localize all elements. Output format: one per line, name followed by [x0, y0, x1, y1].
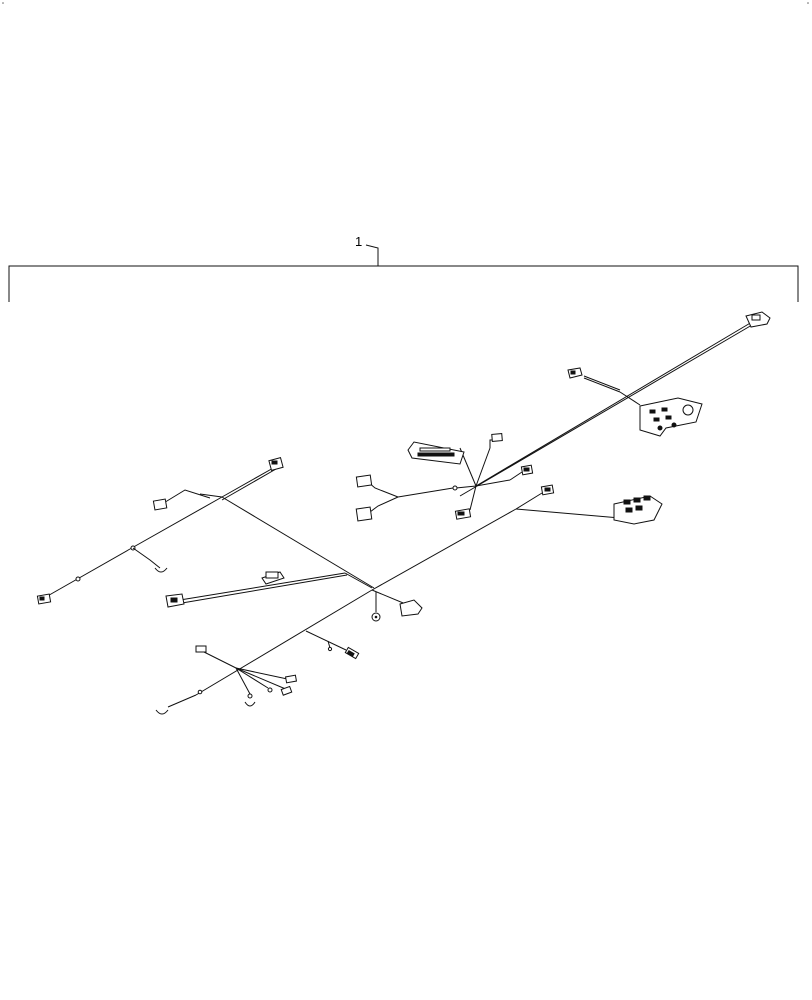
left-top-connector [268, 457, 284, 471]
inline-clip [261, 571, 285, 585]
small-connector-right [540, 484, 555, 496]
left-mid-connector [152, 498, 168, 511]
center-lower-connector [399, 599, 423, 617]
large-left-connector [165, 593, 185, 608]
upper-mid-connector [567, 367, 583, 379]
callout-number: 1 [355, 234, 362, 249]
lower-left-branch [155, 630, 347, 715]
harness-trunk [195, 321, 753, 696]
lower-mid-connector [344, 646, 360, 660]
center-left-branch [179, 572, 409, 622]
fuse-box-connector [613, 495, 663, 525]
center-branch-cluster [367, 375, 641, 519]
small-connector-top [491, 433, 503, 442]
corner-marks [2, 2, 809, 4]
left-end-connector [36, 593, 52, 605]
small-connector-left-upper [355, 474, 373, 488]
top-right-connector [745, 311, 771, 328]
display-connector [407, 441, 465, 465]
left-branch [43, 466, 375, 599]
assembly-bracket [8, 244, 799, 302]
relay-panel-connector [639, 397, 703, 437]
small-connector-mid-right [520, 464, 534, 476]
small-connector-bottom [454, 508, 472, 520]
lower-left-connectors [195, 645, 298, 696]
small-connector-left-lower [355, 506, 373, 522]
